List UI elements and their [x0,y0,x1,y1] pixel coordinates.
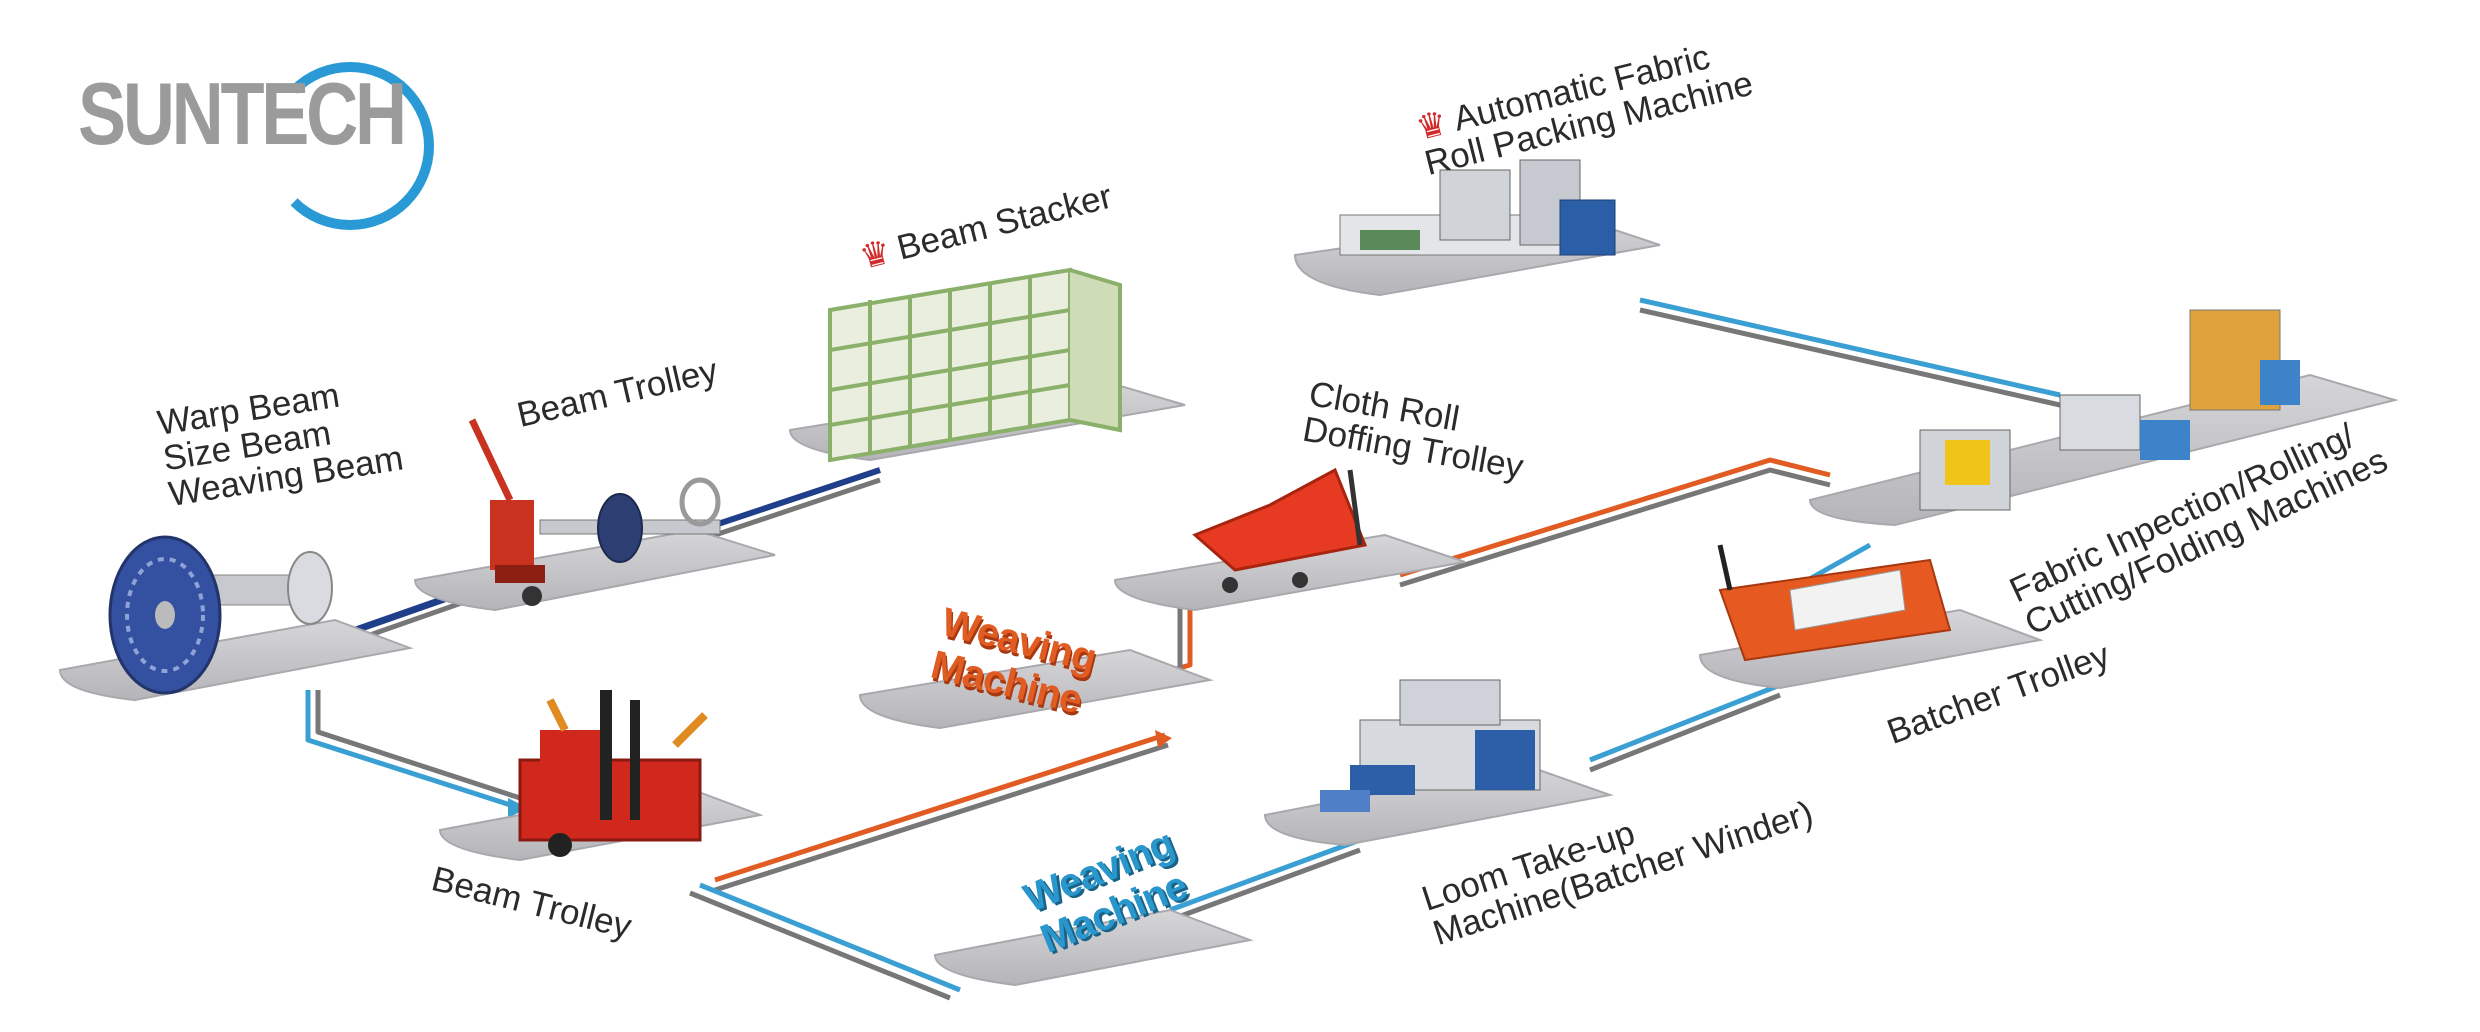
flow-line-trolley-to-stacker [699,467,881,533]
platform-weaving-orange [858,648,1214,730]
fabric-inspection-machines-image [1919,309,2300,511]
flow-line-loom-to-batcher [1589,682,1781,763]
loom-takeup-machine-image [1320,679,1541,812]
platform-batcher-trolley [1698,608,2044,690]
beam-stacker-image [828,267,1122,463]
arrow-head-icon [1155,730,1172,748]
arrow-head-icon [508,798,528,818]
logo-text: SUNTECH [78,64,407,163]
flow-line-weaving-to-loom [1169,837,1361,913]
platform-beam-trolley-top [413,528,776,612]
beam-trolley-bottom-image [518,690,708,857]
cloth-roll-doffing-trolley-image [1192,467,1368,593]
beam-trolley-top-image [468,418,721,606]
platform-weaving-blue [933,908,1254,987]
flow-line-trolley-to-weaving-orange [714,732,1166,883]
suntech-logo: SUNTECH [78,62,434,230]
batcher-trolley-image [1717,544,1952,662]
logo-ring [266,62,434,230]
warp-beam-image [108,535,333,695]
flow-line-warp-to-bottom-trolley [305,690,521,811]
flow-line-packing-to-inspection [1639,297,2061,398]
platform-cloth-roll [1113,533,1466,612]
auto-packing-machine-image [1339,159,1616,256]
flow-line-clothroll-to-inspection [1399,457,1831,578]
flow-line-trolley-to-weaving-blue [699,882,961,993]
